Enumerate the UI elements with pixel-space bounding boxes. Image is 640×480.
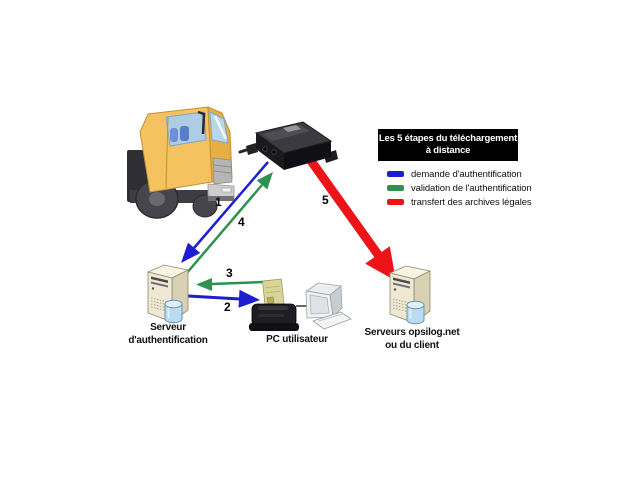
legend-label: demande d'authentification bbox=[411, 168, 522, 180]
legend-title: Les 5 étapes du téléchargement à distanc… bbox=[378, 129, 518, 161]
legend-swatch-blue bbox=[387, 171, 404, 177]
step-number-5: 5 bbox=[322, 193, 329, 207]
step-number-4: 4 bbox=[238, 215, 245, 229]
arrow-step-1-demande bbox=[181, 161, 269, 263]
auth-server-icon bbox=[147, 264, 189, 324]
arrow-step-5-transfert bbox=[305, 155, 396, 281]
legend-item-demande: demande d'authentification bbox=[387, 167, 532, 181]
auth-server-label-line2: d'authentification bbox=[128, 334, 208, 346]
step-number-1: 1 bbox=[215, 195, 222, 209]
auth-server-label: Serveur d'authentification bbox=[98, 322, 238, 347]
legend-label: validation de l'authentification bbox=[411, 182, 532, 194]
onboard-unit-icon bbox=[238, 121, 338, 170]
truck-icon bbox=[127, 106, 235, 219]
opsilog-server-icon bbox=[389, 265, 431, 325]
card-reader-icon bbox=[249, 303, 299, 331]
legend-title-line2: à distance bbox=[425, 145, 471, 156]
user-pc-label-text: PC utilisateur bbox=[266, 334, 328, 345]
keyboard-icon bbox=[312, 311, 352, 330]
opsilog-server-label-line1: Serveurs opsilog.net bbox=[364, 327, 460, 338]
step-number-3: 3 bbox=[226, 266, 233, 280]
monitor-icon bbox=[305, 282, 343, 319]
legend-swatch-green bbox=[387, 185, 404, 191]
opsilog-server-label-line2: ou du client bbox=[385, 339, 439, 351]
legend-item-validation: validation de l'authentification bbox=[387, 181, 532, 195]
step-number-2: 2 bbox=[224, 300, 231, 314]
user-pc-label: PC utilisateur bbox=[237, 334, 357, 347]
auth-server-label-line1: Serveur bbox=[150, 322, 186, 333]
arrow-step-3-validation bbox=[196, 278, 264, 291]
legend-title-line1: Les 5 étapes du téléchargement bbox=[378, 133, 518, 144]
legend-swatch-red bbox=[387, 199, 404, 205]
legend: demande d'authentification validation de… bbox=[387, 167, 532, 209]
legend-item-transfert: transfert des archives légales bbox=[387, 195, 532, 209]
opsilog-server-label: Serveurs opsilog.net ou du client bbox=[347, 327, 477, 352]
arrow-step-4-validation bbox=[185, 172, 273, 275]
legend-label: transfert des archives légales bbox=[411, 196, 532, 208]
arrow-step-2-demande bbox=[187, 289, 260, 308]
